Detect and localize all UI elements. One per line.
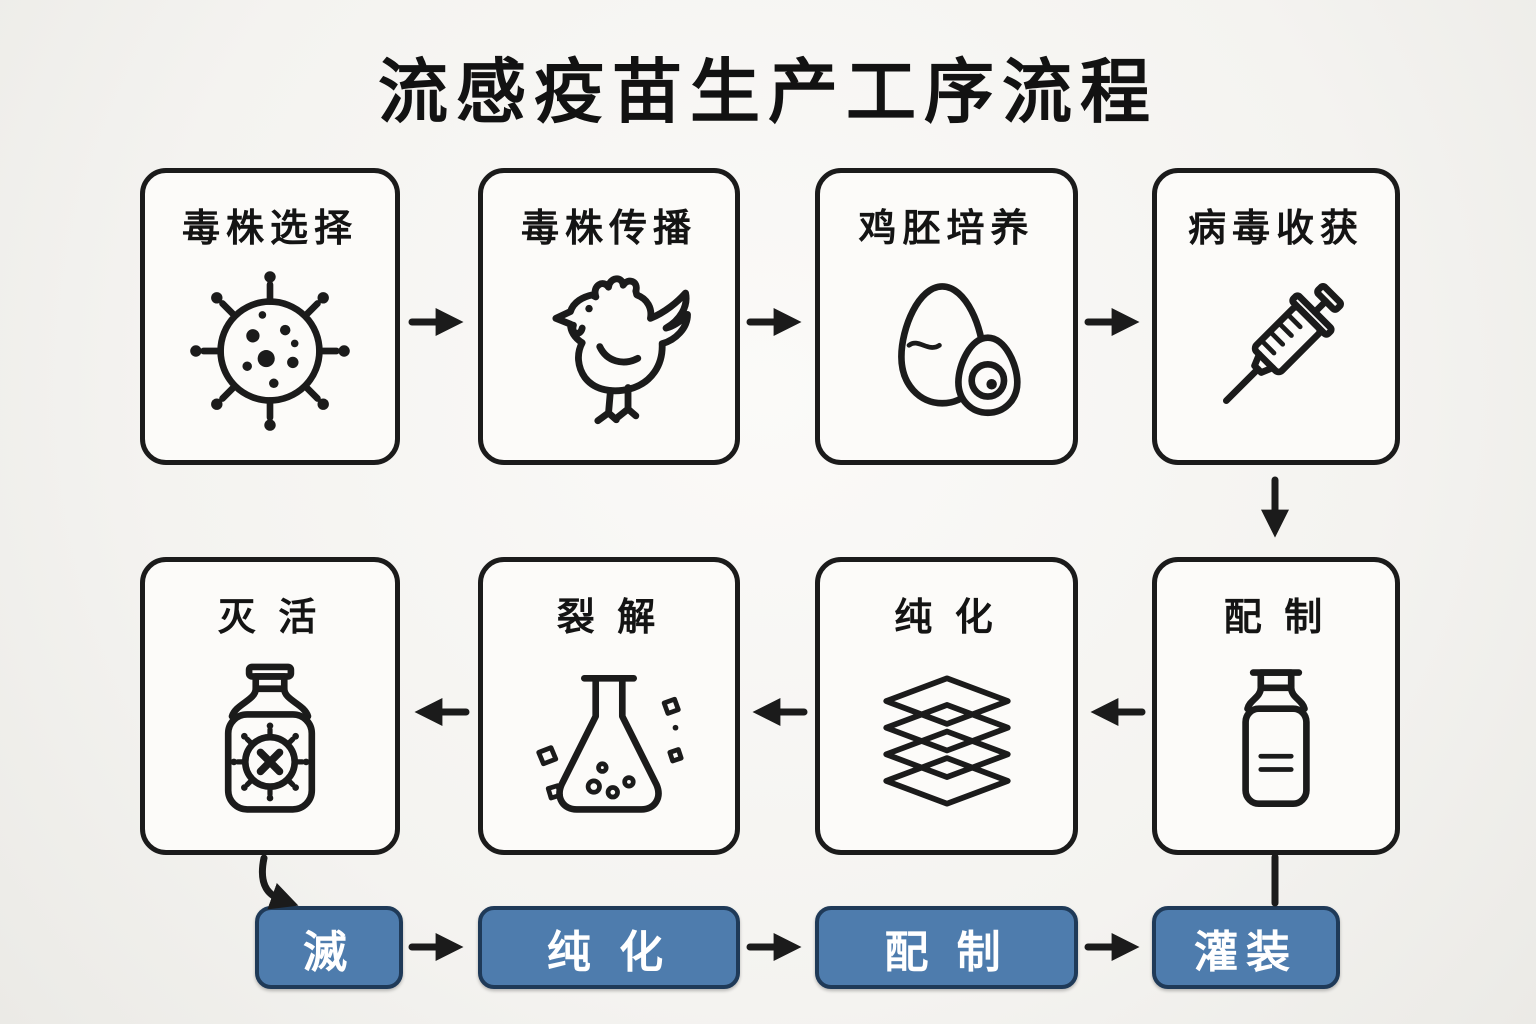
eggs-icon <box>820 252 1073 460</box>
step-inactivation: 灭 活 <box>140 557 400 855</box>
stage-filling-pill: 灌装 <box>1152 906 1340 989</box>
page-title: 流感疫苗生产工序流程 <box>378 53 1158 131</box>
step-virus-harvest: 病毒收获 <box>1152 168 1400 465</box>
step-label: 配 制 <box>1223 597 1329 639</box>
chicken-icon <box>483 252 735 460</box>
arrow-curved-down-icon <box>258 854 299 910</box>
step-label: 病毒收获 <box>1187 208 1364 250</box>
step-label: 毒株传播 <box>520 208 697 250</box>
step-purification: 纯 化 <box>815 557 1078 855</box>
step-label: 裂 解 <box>556 597 662 639</box>
stage-label: 纯 化 <box>546 927 672 977</box>
syringe-icon <box>1157 252 1395 460</box>
step-strain-selection: 毒株选择 <box>140 168 400 465</box>
stage-filtration-pill: 滅 <box>255 906 403 989</box>
stage-purification-pill: 纯 化 <box>478 906 740 989</box>
step-lysis: 裂 解 <box>478 557 740 855</box>
step-strain-propagation: 毒株传播 <box>478 168 740 465</box>
step-label: 纯 化 <box>894 597 999 639</box>
virus-icon <box>145 252 395 460</box>
step-label: 灭 活 <box>217 597 323 639</box>
vial-icon <box>1157 641 1395 850</box>
stage-label: 滅 <box>303 927 355 977</box>
step-formulation: 配 制 <box>1152 557 1400 855</box>
stage-formulation-pill: 配 制 <box>815 906 1078 989</box>
stage-label: 灌装 <box>1194 927 1298 977</box>
stage-label: 配 制 <box>884 927 1009 977</box>
step-egg-culture: 鸡胚培养 <box>815 168 1078 465</box>
filter-layers-icon <box>820 641 1073 850</box>
step-label: 毒株选择 <box>181 208 358 250</box>
inactivation-bottle-icon <box>145 641 395 850</box>
lysis-flask-icon <box>483 641 735 850</box>
step-label: 鸡胚培养 <box>858 208 1035 250</box>
